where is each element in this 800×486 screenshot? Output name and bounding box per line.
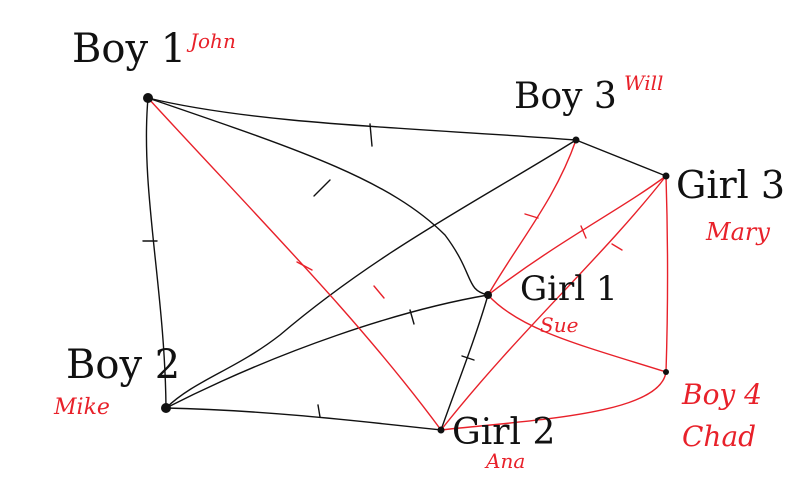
tick-mark	[409, 309, 415, 325]
node-girl1[interactable]	[484, 291, 492, 299]
edge-boy1-girl2	[147, 97, 442, 431]
tick-mark	[313, 179, 331, 197]
label-girl2: Girl 2	[452, 412, 555, 453]
label-girl1: Girl 1	[520, 269, 618, 309]
node-boy3[interactable]	[572, 136, 580, 144]
node-boy1[interactable]	[143, 93, 153, 103]
label-boy1: Boy 1	[72, 26, 186, 72]
black-edges	[145, 97, 667, 431]
label-boy2: Boy 2	[66, 342, 180, 388]
tick-mark	[317, 404, 321, 418]
tick-mark	[461, 355, 475, 361]
name-girl3: Mary	[705, 218, 770, 246]
name-boy4: Chad	[682, 420, 756, 453]
person-names: John Will Mary Sue Mike Boy 4 Chad Ana	[53, 29, 770, 473]
edge-boy3-boy2	[165, 139, 577, 409]
tick-mark	[369, 123, 373, 147]
tick-mark	[524, 213, 539, 219]
red-edges	[147, 97, 669, 431]
edge-boy2-girl2	[165, 407, 442, 431]
edge-girl1-girl2	[440, 294, 489, 431]
label-boy4: Boy 4	[681, 378, 762, 411]
node-boy2[interactable]	[161, 403, 171, 413]
tick-mark	[580, 225, 587, 239]
name-boy2: Mike	[53, 395, 110, 420]
edge-girl3-boy4	[665, 175, 669, 373]
edge-boy2-girl1	[165, 294, 489, 409]
tick-mark	[373, 285, 385, 299]
node-labels: Boy 1 Boy 2 Boy 3 Girl 1 Girl 2 Girl 3	[66, 26, 785, 453]
edge-ticks	[142, 123, 623, 418]
node-girl3[interactable]	[662, 172, 670, 180]
label-girl3: Girl 3	[676, 163, 785, 207]
name-boy1: John	[186, 29, 236, 53]
edge-girl1-girl3	[487, 175, 667, 296]
name-boy3: Will	[624, 71, 663, 95]
edge-girl3-girl2	[440, 175, 667, 431]
tick-mark	[611, 243, 623, 251]
node-boy4[interactable]	[663, 369, 669, 375]
edge-boy3-girl3	[575, 139, 667, 177]
name-girl2: Ana	[484, 449, 525, 473]
node-girl2[interactable]	[437, 426, 445, 434]
edge-boy1-boy3	[147, 97, 577, 141]
name-girl1: Sue	[540, 313, 578, 337]
label-boy3: Boy 3	[514, 76, 617, 117]
tick-mark	[296, 261, 313, 271]
edge-girl1-boy4	[487, 294, 667, 373]
edge-boy3-girl1	[487, 139, 577, 296]
edge-boy1-boy2	[145, 97, 167, 409]
edge-boy1-girl1	[147, 97, 489, 296]
edge-girl2-boy4	[440, 371, 667, 431]
node-dots	[143, 93, 670, 434]
